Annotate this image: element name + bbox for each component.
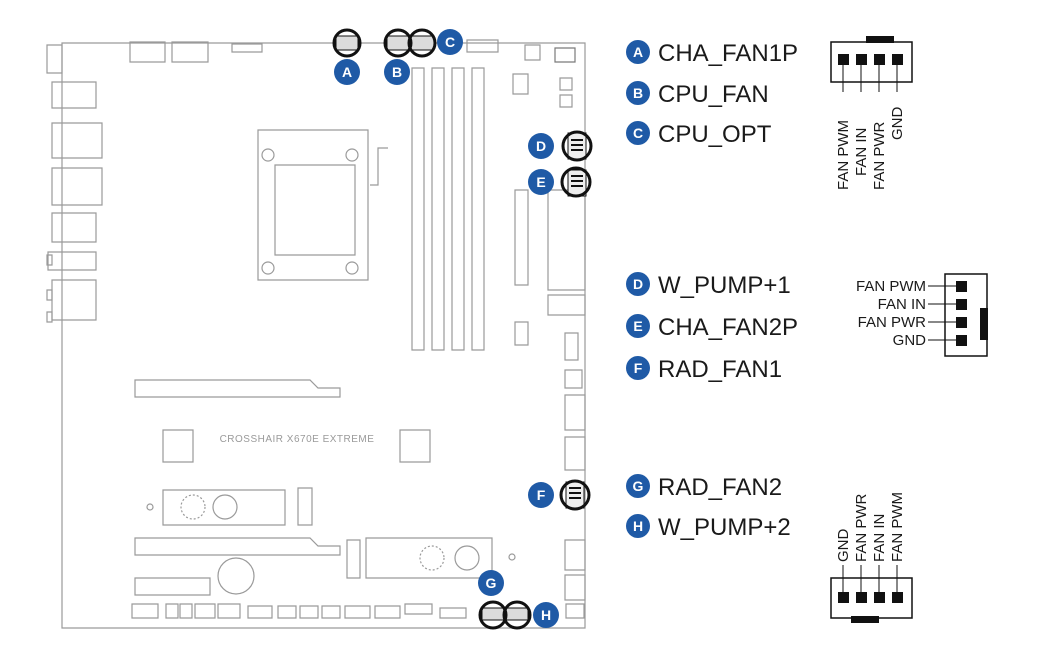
board-markers: A B C D E F G H — [334, 29, 559, 628]
pin-label: GND — [835, 529, 852, 563]
legend-item-e: E CHA_FAN2P — [626, 314, 798, 341]
svg-text:E: E — [633, 318, 642, 334]
marker-b: B — [384, 59, 410, 85]
pin-label: GND — [893, 332, 927, 349]
legend-item-c: C CPU_OPT — [626, 121, 772, 148]
legend-label: CPU_FAN — [658, 81, 769, 108]
pin-label: FAN IN — [878, 296, 926, 313]
header-d-ring — [561, 130, 593, 162]
header-f — [565, 481, 585, 509]
legend-item-d: D W_PUMP+1 — [626, 272, 791, 299]
legend-label: CHA_FAN2P — [658, 314, 798, 341]
header-a-ring — [332, 28, 362, 58]
pinout-top: FAN PWM FAN IN FAN PWR GND — [830, 36, 913, 190]
header-g — [481, 607, 505, 621]
pinout-bottom: GND FAN PWR FAN IN FAN PWM — [830, 492, 913, 623]
header-h-ring — [502, 600, 532, 630]
pin-label: FAN PWM — [856, 278, 926, 295]
m2-slots — [146, 487, 516, 579]
marker-h: H — [533, 602, 559, 628]
bottom-edge-headers — [131, 603, 585, 619]
svg-text:D: D — [633, 276, 643, 292]
legend-item-a: A CHA_FAN1P — [626, 40, 798, 67]
header-b-ring — [383, 28, 413, 58]
cmos-battery — [217, 557, 255, 595]
pin-label: FAN PWM — [889, 492, 906, 562]
marker-e: E — [528, 169, 554, 195]
pin-label: FAN PWM — [835, 120, 852, 190]
svg-text:G: G — [633, 478, 644, 494]
legend-label: RAD_FAN2 — [658, 474, 782, 501]
pin-label: FAN PWR — [858, 314, 927, 331]
legend-label: W_PUMP+1 — [658, 272, 791, 299]
legend-label: CPU_OPT — [658, 121, 772, 148]
header-e-ring — [560, 166, 592, 198]
pin-label: FAN PWR — [853, 493, 870, 562]
svg-text:G: G — [486, 575, 497, 591]
pin-label: GND — [889, 107, 906, 141]
chipset-area: CROSSHAIR X670E EXTREME — [162, 429, 431, 463]
top-edge-components — [129, 39, 576, 108]
pin-label: FAN IN — [871, 514, 888, 562]
header-h — [505, 607, 529, 621]
svg-text:D: D — [536, 138, 546, 154]
legend: A CHA_FAN1P B CPU_FAN C CPU_OPT D W_PUMP… — [626, 40, 798, 541]
marker-g: G — [478, 570, 504, 596]
legend-label: RAD_FAN1 — [658, 356, 782, 383]
header-c-ring — [407, 28, 437, 58]
svg-text:A: A — [342, 64, 352, 80]
svg-text:B: B — [633, 85, 643, 101]
marker-f: F — [528, 482, 554, 508]
svg-text:B: B — [392, 64, 402, 80]
svg-text:F: F — [634, 360, 643, 376]
legend-item-g: G RAD_FAN2 — [626, 474, 782, 501]
svg-text:H: H — [633, 518, 643, 534]
svg-text:E: E — [536, 174, 545, 190]
marker-c: C — [437, 29, 463, 55]
cpu-socket — [257, 129, 388, 281]
legend-item-f: F RAD_FAN1 — [626, 356, 782, 383]
marker-a: A — [334, 59, 360, 85]
pinout-middle: FAN PWM FAN IN FAN PWR GND — [856, 273, 988, 357]
legend-item-h: H W_PUMP+2 — [626, 514, 791, 541]
right-edge-connectors — [514, 189, 586, 601]
svg-text:F: F — [537, 487, 546, 503]
dimm-slots — [411, 67, 485, 351]
svg-text:H: H — [541, 607, 551, 623]
marker-d: D — [528, 133, 554, 159]
header-e — [567, 169, 587, 197]
pin-label: FAN PWR — [871, 121, 888, 190]
svg-text:C: C — [445, 34, 455, 50]
header-f-ring — [559, 479, 591, 511]
pin-label: FAN IN — [853, 128, 870, 176]
board-fan-headers — [332, 28, 593, 630]
motherboard-outline — [46, 42, 586, 629]
header-a — [335, 35, 359, 51]
pcie-slots — [134, 379, 341, 596]
svg-text:A: A — [633, 44, 643, 60]
legend-item-b: B CPU_FAN — [626, 81, 769, 108]
legend-label: W_PUMP+2 — [658, 514, 791, 541]
board-model-text: CROSSHAIR X670E EXTREME — [220, 434, 375, 445]
legend-label: CHA_FAN1P — [658, 40, 798, 67]
header-b — [386, 35, 411, 51]
header-c — [410, 35, 435, 51]
svg-text:C: C — [633, 125, 643, 141]
header-g-ring — [478, 600, 508, 630]
